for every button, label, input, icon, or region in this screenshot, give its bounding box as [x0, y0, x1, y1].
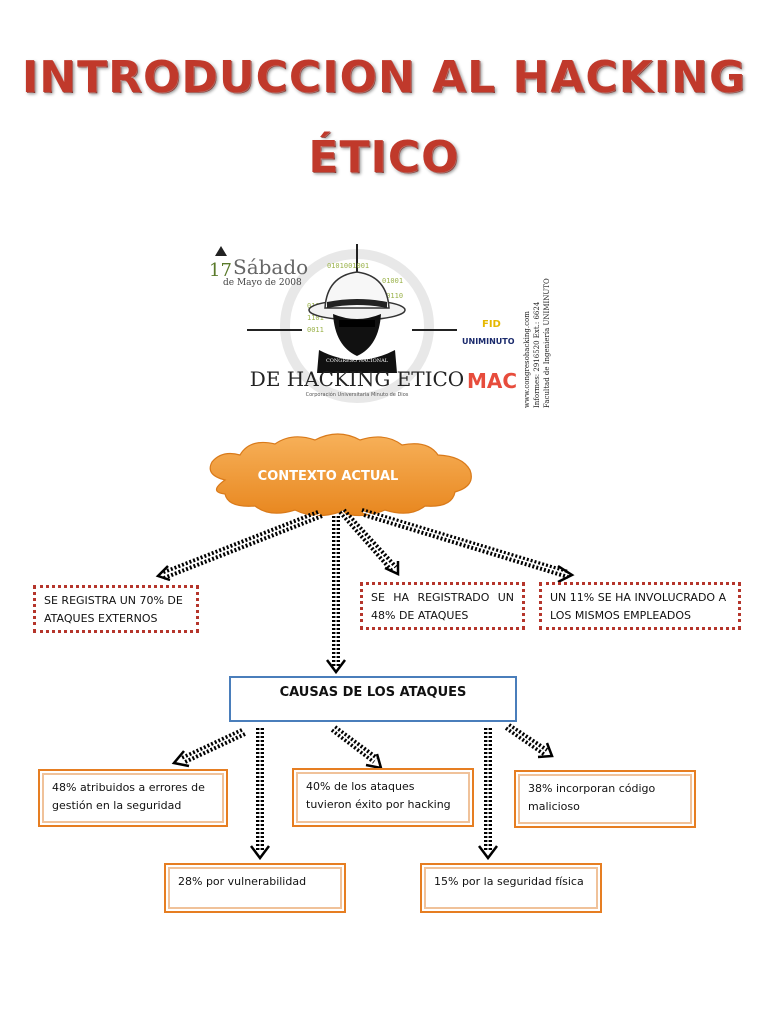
- context-box-external-text: SE REGISTRA UN 70% DE ATAQUES EXTERNOS: [44, 594, 183, 625]
- hacker-silhouette-icon: [308, 271, 406, 373]
- title-line-1: INTRODUCCION AL HACKING: [21, 52, 747, 103]
- banner-weekday: Sábado: [233, 255, 308, 279]
- svg-text:10110: 10110: [382, 292, 403, 300]
- banner-event-name: DE HACKING ETICO: [250, 367, 464, 391]
- svg-text:01001: 01001: [382, 277, 403, 285]
- banner-side-text-2: Informes: 2916520 Ext.: 6624: [533, 301, 541, 408]
- cause-box-malicious-text: 38% incorporan código malicioso: [528, 782, 656, 813]
- arrows-from-causes: [181, 723, 549, 850]
- cause-box-hacking: 40% de los ataques tuvieron éxito por ha…: [292, 768, 474, 827]
- banner-org: Corporación Universitaria Minuto de Dios: [306, 391, 409, 398]
- banner-month: de Mayo de 2008: [223, 278, 302, 288]
- context-box-employees-text: UN 11% SE HA INVOLUCRADO A LOS MISMOS EM…: [550, 591, 727, 622]
- mac-logo-icon: MAC: [467, 369, 517, 393]
- svg-text:MAC: MAC: [467, 369, 517, 393]
- context-box-registered: SE HA REGISTRADO UN 48% DE ATAQUES: [360, 582, 525, 630]
- cause-box-hacking-text: 40% de los ataques tuvieron éxito por ha…: [306, 780, 451, 811]
- title-line-2: ÉTICO: [308, 132, 460, 183]
- banner-day: 17: [209, 260, 232, 281]
- context-box-employees: UN 11% SE HA INVOLUCRADO A LOS MISMOS EM…: [539, 582, 741, 630]
- svg-text:1101: 1101: [307, 314, 324, 322]
- banner-side-text-3: Facultad de Ingeniería UNIMINUTO: [543, 278, 551, 408]
- event-banner-image: 0101001001 01001 10110 0101 1101 0011 CO…: [207, 238, 557, 433]
- cause-box-malicious: 38% incorporan código malicioso: [514, 770, 696, 828]
- cause-box-vulnerability: 28% por vulnerabilidad: [164, 863, 346, 913]
- cause-box-vulnerability-text: 28% por vulnerabilidad: [178, 875, 307, 888]
- cause-box-physical: 15% por la seguridad física: [420, 863, 602, 913]
- svg-text:0101001001: 0101001001: [327, 262, 369, 270]
- uniminuto-logo: UNIMINUTO: [462, 337, 515, 346]
- arrow-centers: [162, 510, 569, 666]
- arrowheads-cloud: [155, 561, 575, 675]
- banner-side-text-1: www.congresohacking.com: [523, 311, 531, 408]
- context-box-registered-text: SE HA REGISTRADO UN 48% DE ATAQUES: [371, 591, 514, 622]
- arrows-from-cloud: [161, 508, 569, 666]
- cause-box-management-text: 48% atribuidos a errores de gestión en l…: [52, 781, 205, 812]
- causes-box: CAUSAS DE LOS ATAQUES: [229, 676, 517, 722]
- cause-box-management: 48% atribuidos a errores de gestión en l…: [38, 769, 228, 827]
- svg-text:FID: FID: [482, 319, 501, 330]
- svg-text:0011: 0011: [307, 326, 324, 334]
- cloud-shape: [209, 433, 472, 517]
- fid-logo-icon: FID: [479, 316, 505, 330]
- causes-box-label: CAUSAS DE LOS ATAQUES: [279, 685, 467, 700]
- cloud-label: CONTEXTO ACTUAL: [257, 469, 399, 484]
- banner-congress: CONGRESO NACIONAL: [326, 358, 389, 364]
- cause-box-physical-text: 15% por la seguridad física: [434, 875, 584, 888]
- context-box-external: SE REGISTRA UN 70% DE ATAQUES EXTERNOS: [33, 585, 199, 633]
